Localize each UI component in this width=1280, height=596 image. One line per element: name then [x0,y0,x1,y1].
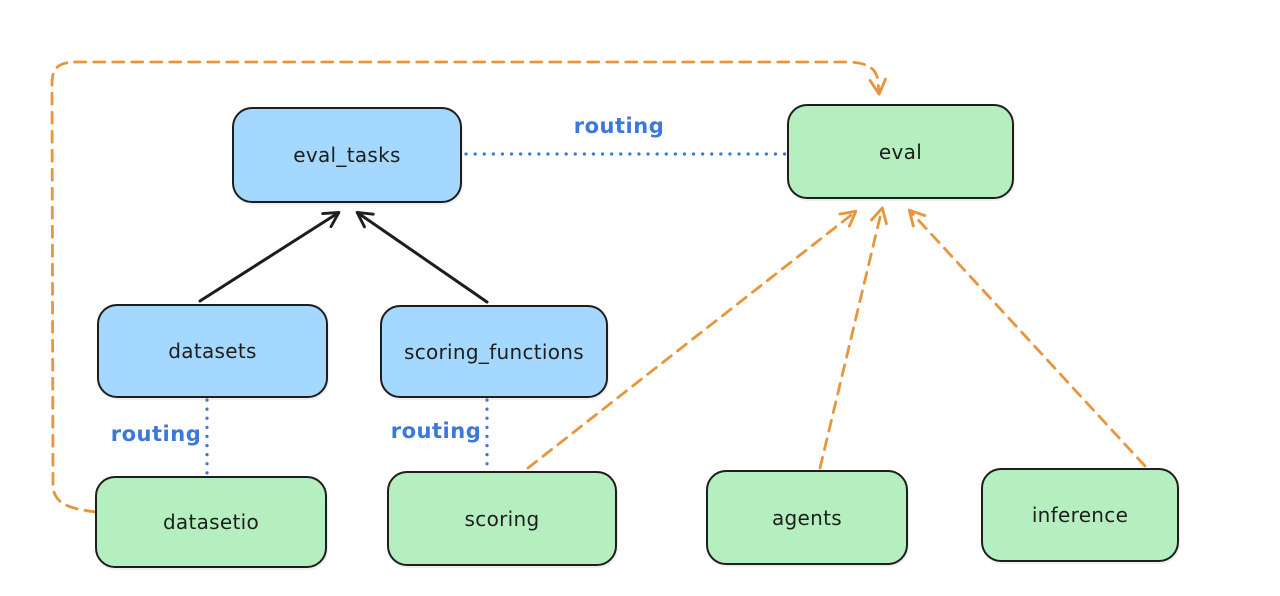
node-datasetio: datasetio [95,476,327,568]
node-eval_tasks-label: eval_tasks [293,143,401,167]
node-scoring: scoring [387,471,617,566]
node-eval_tasks: eval_tasks [232,107,462,203]
node-scoring-label: scoring [464,506,540,531]
edge-scoring-to-eval-dashed-arrow [526,209,858,470]
node-inference-label: inference [1031,503,1129,527]
node-datasets: datasets [97,304,328,398]
node-eval-label: eval [878,139,923,164]
edge-agents-to-eval-dashed-arrow [818,206,888,470]
node-scoring_functions-label: scoring_functions [403,339,585,364]
node-datasets-label: datasets [168,339,257,363]
edge-datasets-to-eval_tasks-arrow [198,210,341,303]
routing-label-eval_tasks-eval: routing [573,114,665,138]
routing-label-datasets-datasetio: routing [110,422,202,446]
routing-label-scoring_functions-scoring: routing [390,419,482,443]
edge-datasetio-to-eval-dashed-arrow [50,60,887,514]
node-inference: inference [981,468,1179,562]
edge-scoring_functions-to-eval_tasks-arrow [355,210,489,304]
node-agents-label: agents [772,505,842,530]
node-scoring_functions: scoring_functions [380,305,608,398]
node-eval: eval [787,104,1014,199]
node-datasetio-label: datasetio [162,510,260,534]
edge-inference-to-eval-dashed-arrow [907,208,1147,468]
node-agents: agents [706,470,908,565]
